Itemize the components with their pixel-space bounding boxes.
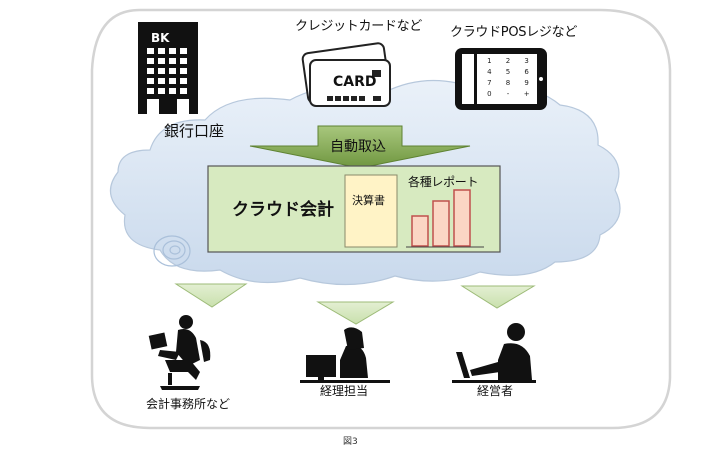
accountant-office-figure — [148, 315, 211, 390]
cloud-accounting-title: クラウド会計 — [232, 200, 334, 220]
reports-label: 各種レポート — [408, 175, 479, 189]
output-arrow-2 — [316, 301, 395, 325]
bookkeeper-label: 経理担当 — [320, 384, 369, 398]
financial-statement-label: 決算書 — [352, 194, 385, 207]
figure-caption: 図3 — [343, 437, 358, 447]
output-arrow-3 — [460, 285, 536, 309]
keypad-key: 2 — [505, 57, 511, 65]
keypad-key: 8 — [505, 79, 511, 87]
keypad-key: 4 — [487, 68, 492, 76]
card-face-text: CARD — [333, 74, 377, 90]
keypad-key: 9 — [524, 79, 529, 87]
cloud-swirl — [153, 235, 191, 267]
pos-keypad: 1 2 3 4 5 6 7 8 9 0 - + — [480, 57, 536, 98]
output-arrow-1 — [174, 283, 248, 308]
auto-import-label: 自動取込 — [330, 139, 386, 155]
keypad-key: - — [506, 90, 510, 98]
bank-sign-text: BK — [151, 31, 170, 45]
credit-card-label: クレジットカードなど — [295, 19, 423, 34]
keypad-key: + — [523, 90, 530, 98]
executive-figure — [452, 323, 536, 383]
keypad-key: 6 — [524, 68, 529, 76]
financial-statement-doc — [344, 174, 398, 248]
keypad-key: 0 — [487, 90, 492, 98]
report-bar — [453, 189, 471, 247]
pos-tablet-icon — [455, 48, 547, 110]
keypad-key: 1 — [487, 57, 492, 65]
bookkeeper-figure — [300, 327, 390, 383]
credit-card-icon — [301, 42, 391, 107]
executive-label: 経営者 — [477, 384, 514, 398]
keypad-key: 3 — [524, 57, 529, 65]
keypad-key: 7 — [487, 79, 492, 87]
cloud-pos-label: クラウドPOSレジなど — [450, 25, 578, 40]
bank-account-label: 銀行口座 — [164, 122, 225, 140]
report-bar — [432, 200, 450, 247]
accounting-firm-label: 会計事務所など — [146, 397, 231, 411]
report-bar — [411, 215, 429, 247]
bank-building-icon — [138, 22, 198, 114]
report-bars — [411, 189, 471, 247]
output-arrows — [174, 283, 536, 325]
keypad-key: 5 — [505, 68, 511, 76]
auto-import-arrow — [249, 125, 471, 169]
